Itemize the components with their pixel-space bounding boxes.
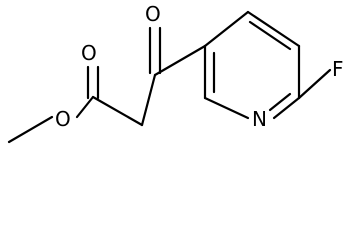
ring-bond-c4-c5-inner xyxy=(248,20,292,51)
structure-canvas: O O O N F xyxy=(7,2,344,144)
bond-ch2-ketone xyxy=(140,73,157,127)
ester-oxygen-single-label: O xyxy=(55,107,71,131)
bond-group xyxy=(7,10,332,144)
ester-oxygen-double-label: O xyxy=(81,41,97,65)
ring-bond-c6-n-inner xyxy=(268,92,292,112)
ring-bond-c6-n xyxy=(272,96,301,120)
ring-bond-c4-c5 xyxy=(246,10,301,48)
bond-ketone-ring xyxy=(153,44,207,77)
bond-ester-oxygen-carbon xyxy=(75,95,95,119)
ring-bond-c3-c4 xyxy=(203,10,250,48)
ketone-oxygen-label: O xyxy=(145,2,161,26)
bond-ester-ch2 xyxy=(91,95,144,127)
bond-carbon-fluorine xyxy=(297,68,332,100)
ring-bond-n-c2 xyxy=(203,96,250,120)
molecule-diagram: O O O N F xyxy=(7,2,344,144)
bond-methyl-ester-oxygen xyxy=(7,115,54,144)
fluorine-label: F xyxy=(332,57,344,81)
ring-nitrogen-label: N xyxy=(252,107,267,131)
